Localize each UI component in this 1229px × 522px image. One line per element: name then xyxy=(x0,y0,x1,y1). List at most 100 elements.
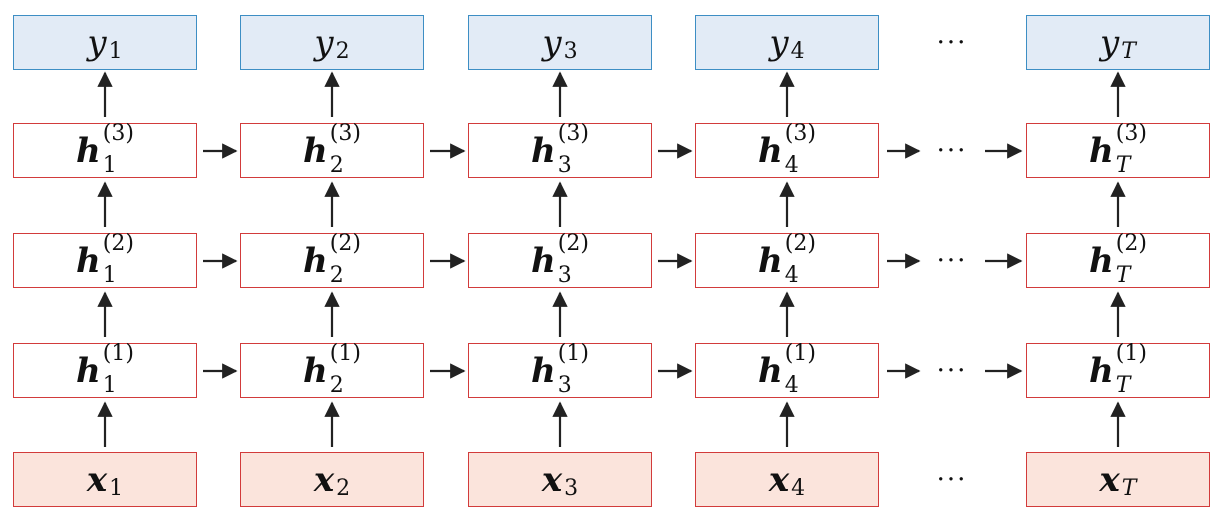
time-subscript: T xyxy=(1115,372,1131,398)
output-symbol: y xyxy=(542,22,562,63)
hidden-symbol: h xyxy=(303,240,328,281)
hidden-state-label: h(3)3 xyxy=(531,122,589,176)
hidden-scripts: (3)2 xyxy=(330,122,361,176)
hidden-scripts: (1)4 xyxy=(785,342,816,396)
hidden-state-node: h(1)1 xyxy=(13,342,197,398)
hidden-symbol: h xyxy=(531,240,556,281)
hidden-symbol: h xyxy=(1089,240,1114,281)
hidden-state-label: h(2)4 xyxy=(758,232,816,286)
hidden-state-node: h(1)T xyxy=(1026,342,1210,398)
input-symbol: x xyxy=(86,459,108,500)
hidden-scripts: (1)T xyxy=(1116,342,1147,396)
output-subscript: 1 xyxy=(108,38,123,64)
hidden-state-node: h(2)2 xyxy=(240,232,424,288)
layer-superscript: (3) xyxy=(102,120,134,146)
hidden-scripts: (2) T xyxy=(1116,232,1147,286)
hidden-state-label: h(3)T xyxy=(1089,122,1147,176)
input-subscript: 3 xyxy=(564,475,579,501)
output-subscript: 2 xyxy=(335,38,350,64)
hidden-symbol: h xyxy=(303,130,328,171)
layer-superscript: (3) xyxy=(329,120,361,146)
output-symbol: y xyxy=(1100,22,1120,63)
hidden-state-node: h(2)3 xyxy=(468,232,652,288)
hidden-state-label: h(2) T xyxy=(1089,232,1147,286)
hidden-symbol: h xyxy=(76,350,101,391)
time-subscript: 4 xyxy=(784,372,799,398)
hidden-symbol: h xyxy=(758,130,783,171)
hidden-state-node: h(2)1 xyxy=(13,232,197,288)
hidden-state-label: h(1)T xyxy=(1089,342,1147,396)
hidden-symbol: h xyxy=(303,350,328,391)
input-subscript: 4 xyxy=(791,475,806,501)
time-subscript: 2 xyxy=(329,152,344,178)
hidden-state-node: h(1)3 xyxy=(468,342,652,398)
input-subscript: 1 xyxy=(109,475,124,501)
layer-superscript: (1) xyxy=(329,340,361,366)
time-subscript: 2 xyxy=(329,372,344,398)
time-subscript: T xyxy=(1115,262,1131,288)
hidden-scripts: (3)1 xyxy=(103,122,134,176)
layer-superscript: (2) xyxy=(784,230,816,256)
layer-superscript: (2) xyxy=(1115,230,1147,256)
time-subscript: 3 xyxy=(557,372,572,398)
layer-superscript: (3) xyxy=(784,120,816,146)
hidden-scripts: (1)1 xyxy=(103,342,134,396)
hidden-symbol: h xyxy=(1089,130,1114,171)
output-subscript: 3 xyxy=(563,38,578,64)
hidden-state-label: h(2)3 xyxy=(531,232,589,286)
output-subscript: T xyxy=(1121,38,1136,64)
time-subscript: 1 xyxy=(102,262,117,288)
time-subscript: 3 xyxy=(557,262,572,288)
hidden-scripts: (2)4 xyxy=(785,232,816,286)
ellipsis: ··· xyxy=(936,136,968,166)
input-subscript: T xyxy=(1121,475,1137,501)
hidden-symbol: h xyxy=(76,130,101,171)
time-subscript: 4 xyxy=(784,152,799,178)
hidden-state-label: h(3)2 xyxy=(303,122,361,176)
hidden-scripts: (3)3 xyxy=(558,122,589,176)
hidden-symbol: h xyxy=(758,240,783,281)
hidden-state-label: h(1)1 xyxy=(76,342,134,396)
hidden-scripts: (2)3 xyxy=(558,232,589,286)
hidden-state-node: h(3) 4 xyxy=(695,120,879,178)
hidden-state-node: h(2) T xyxy=(1026,232,1210,288)
input-symbol: x xyxy=(541,459,563,500)
layer-superscript: (3) xyxy=(557,120,589,146)
ellipsis: ··· xyxy=(936,356,968,386)
time-subscript: 2 xyxy=(329,262,344,288)
output-symbol: y xyxy=(769,22,789,63)
layer-superscript: (1) xyxy=(102,340,134,366)
time-subscript: 1 xyxy=(102,372,117,398)
hidden-symbol: h xyxy=(1089,350,1114,391)
hidden-state-node: h(1)2 xyxy=(240,342,424,398)
layer-superscript: (2) xyxy=(102,230,134,256)
output-symbol: y xyxy=(87,22,107,63)
hidden-scripts: (1)2 xyxy=(330,342,361,396)
ellipsis: ··· xyxy=(936,28,968,58)
hidden-scripts: (3)T xyxy=(1116,122,1147,176)
hidden-state-label: h(1)3 xyxy=(531,342,589,396)
time-subscript: T xyxy=(1115,152,1131,178)
hidden-state-label: h(2)2 xyxy=(303,232,361,286)
hidden-scripts: (2)1 xyxy=(103,232,134,286)
layer-superscript: (1) xyxy=(784,340,816,366)
hidden-state-label: h(1)2 xyxy=(303,342,361,396)
